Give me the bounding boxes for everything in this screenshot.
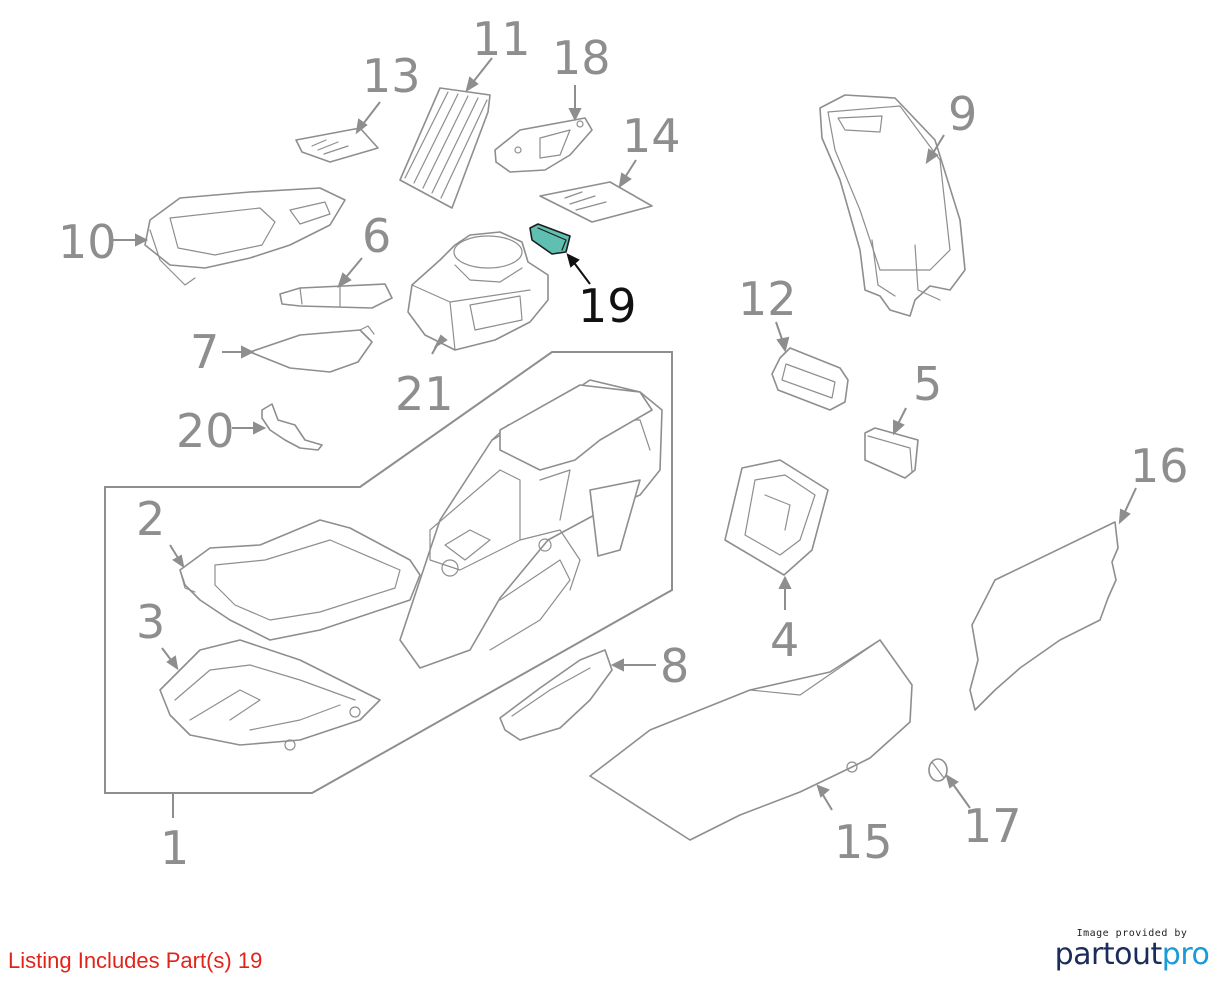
callout-7: 7 [190, 325, 219, 379]
part-13-pad[interactable] [295, 127, 379, 163]
part-2-tray[interactable] [179, 519, 421, 641]
listing-note: Listing Includes Part(s) 19 [8, 948, 263, 973]
callout-21: 21 [395, 367, 454, 421]
part-7-bezel[interactable] [249, 325, 375, 373]
part-15-panel[interactable] [589, 639, 913, 841]
callout-19: 19 [578, 279, 637, 333]
part-4-bin[interactable] [724, 459, 829, 576]
credit-caption: Image provided by [1076, 928, 1188, 939]
callout-18: 18 [552, 31, 611, 85]
part-19-switch[interactable] [529, 223, 571, 255]
callout-17: 17 [963, 799, 1022, 853]
logo-accent-text: pro [1161, 937, 1210, 972]
callout-1: 1 [160, 821, 189, 875]
callout-3: 3 [136, 595, 165, 649]
part-9-armrest[interactable] [819, 94, 966, 317]
part-1-console[interactable] [399, 379, 663, 669]
part-16-panel[interactable] [969, 521, 1119, 711]
callout-6: 6 [362, 209, 391, 263]
part-11-cover[interactable] [399, 87, 491, 209]
part-12-vent[interactable] [771, 347, 849, 411]
part-10-panel[interactable] [144, 187, 346, 286]
part-5-clip[interactable] [864, 427, 919, 479]
part-21-shifter[interactable] [407, 231, 549, 351]
callout-2: 2 [136, 492, 165, 546]
callout-5: 5 [913, 357, 942, 411]
callout-10: 10 [58, 215, 117, 269]
part-17-grommet[interactable] [928, 758, 948, 782]
callout-20: 20 [176, 404, 235, 458]
leader-lines [112, 57, 1137, 811]
callout-15: 15 [834, 815, 893, 869]
callout-13: 13 [362, 49, 421, 103]
part-3-frame[interactable] [159, 639, 381, 751]
callout-9: 9 [948, 87, 977, 141]
callout-4: 4 [770, 613, 799, 667]
callout-labels: 1 2 3 4 5 6 7 8 9 10 11 12 13 14 15 16 1… [58, 12, 1189, 875]
callout-14: 14 [622, 109, 681, 163]
part-8-sidetrim[interactable] [499, 649, 613, 741]
part-6-trim[interactable] [279, 283, 393, 309]
callout-11: 11 [472, 12, 531, 66]
image-credit: Image provided by partoutpro [1052, 928, 1212, 971]
part-14-mat[interactable] [539, 181, 653, 223]
callout-12: 12 [738, 272, 797, 326]
callout-16: 16 [1130, 439, 1189, 493]
part-20-bracket[interactable] [261, 403, 323, 451]
partoutpro-logo[interactable]: partoutpro [1052, 939, 1212, 971]
callout-8: 8 [660, 639, 689, 693]
part-18-cap[interactable] [494, 117, 593, 173]
part-1-bracket [104, 351, 673, 794]
logo-dark-text: partout [1054, 937, 1163, 972]
